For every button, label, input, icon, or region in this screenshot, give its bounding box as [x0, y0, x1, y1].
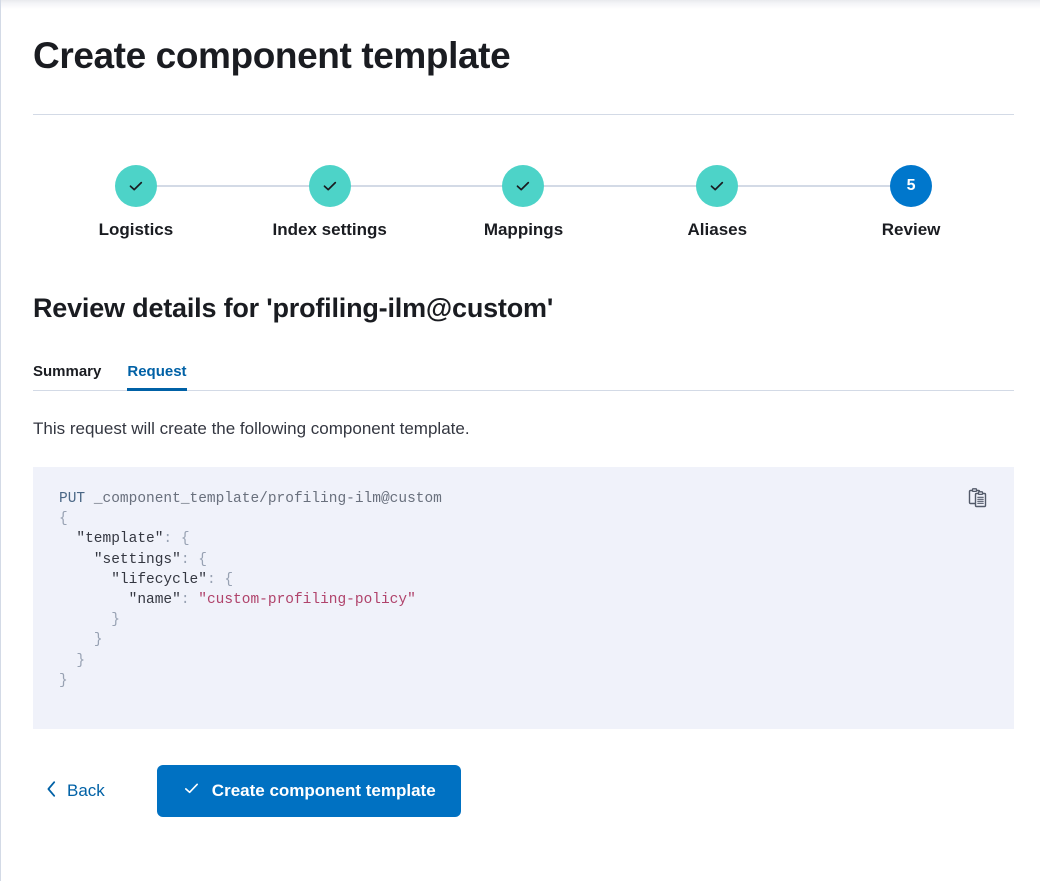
tab-request[interactable]: Request: [127, 364, 187, 391]
back-button-label: Back: [67, 781, 105, 800]
stepper-bubble-complete: [308, 165, 351, 207]
check-icon: [182, 779, 201, 803]
create-component-template-button[interactable]: Create component template: [156, 765, 461, 817]
stepper-bubble-complete: [502, 165, 545, 207]
wizard-actions: Back Create component template: [33, 765, 1013, 851]
request-code-block: PUT _component_template/profiling-ilm@cu…: [33, 467, 1014, 729]
check-icon: [320, 176, 340, 196]
lifecycle-policy-name: "custom-profiling-policy": [198, 592, 416, 609]
stepper-step-number: 5: [906, 177, 916, 194]
stepper-bubble-current: 5: [890, 165, 933, 207]
request-description: This request will create the following c…: [33, 419, 470, 438]
review-tabs: Summary Request: [33, 352, 1014, 391]
page-title: Create component template: [33, 35, 511, 76]
check-icon: [707, 176, 727, 196]
stepper-label: Index settings: [272, 220, 387, 239]
chevron-left-icon: [45, 780, 58, 803]
http-method: PUT: [59, 491, 86, 507]
page-content: Create component template Logistics: [1, 0, 1040, 851]
stepper-step-index-settings[interactable]: Index settings: [233, 165, 524, 240]
stepper-step-logistics[interactable]: Logistics: [39, 165, 330, 240]
request-code-text: PUT _component_template/profiling-ilm@cu…: [59, 491, 442, 689]
stepper-label: Mappings: [483, 220, 564, 239]
check-icon: [513, 176, 533, 196]
back-button[interactable]: Back: [33, 772, 115, 811]
stepper-bubble-complete: [114, 165, 157, 207]
header-divider: [33, 114, 1014, 115]
stepper-step-review[interactable]: 5 Review: [814, 165, 1008, 240]
stepper-label: Logistics: [98, 220, 174, 239]
review-section-title: Review details for 'profiling-ilm@custom…: [33, 293, 554, 323]
stepper-connector: [523, 185, 718, 187]
stepper-label: Review: [881, 220, 941, 239]
request-path: _component_template/profiling-ilm@custom: [93, 491, 442, 507]
stepper-label: Aliases: [687, 220, 748, 239]
check-icon: [126, 176, 146, 196]
stepper-step-aliases[interactable]: Aliases: [620, 165, 912, 240]
stepper-connector: [135, 185, 330, 187]
stepper-step-mappings[interactable]: Mappings: [427, 165, 718, 240]
wizard-stepper: Logistics Index settings: [33, 165, 1014, 240]
stepper-bubble-complete: [696, 165, 739, 207]
copy-clipboard-icon: [967, 487, 989, 512]
stepper-connector: [329, 185, 524, 187]
stepper-connector: [717, 185, 912, 187]
copy-to-clipboard-button[interactable]: [962, 483, 994, 515]
tab-summary[interactable]: Summary: [33, 364, 101, 391]
create-component-template-button-label: Create component template: [211, 781, 436, 800]
